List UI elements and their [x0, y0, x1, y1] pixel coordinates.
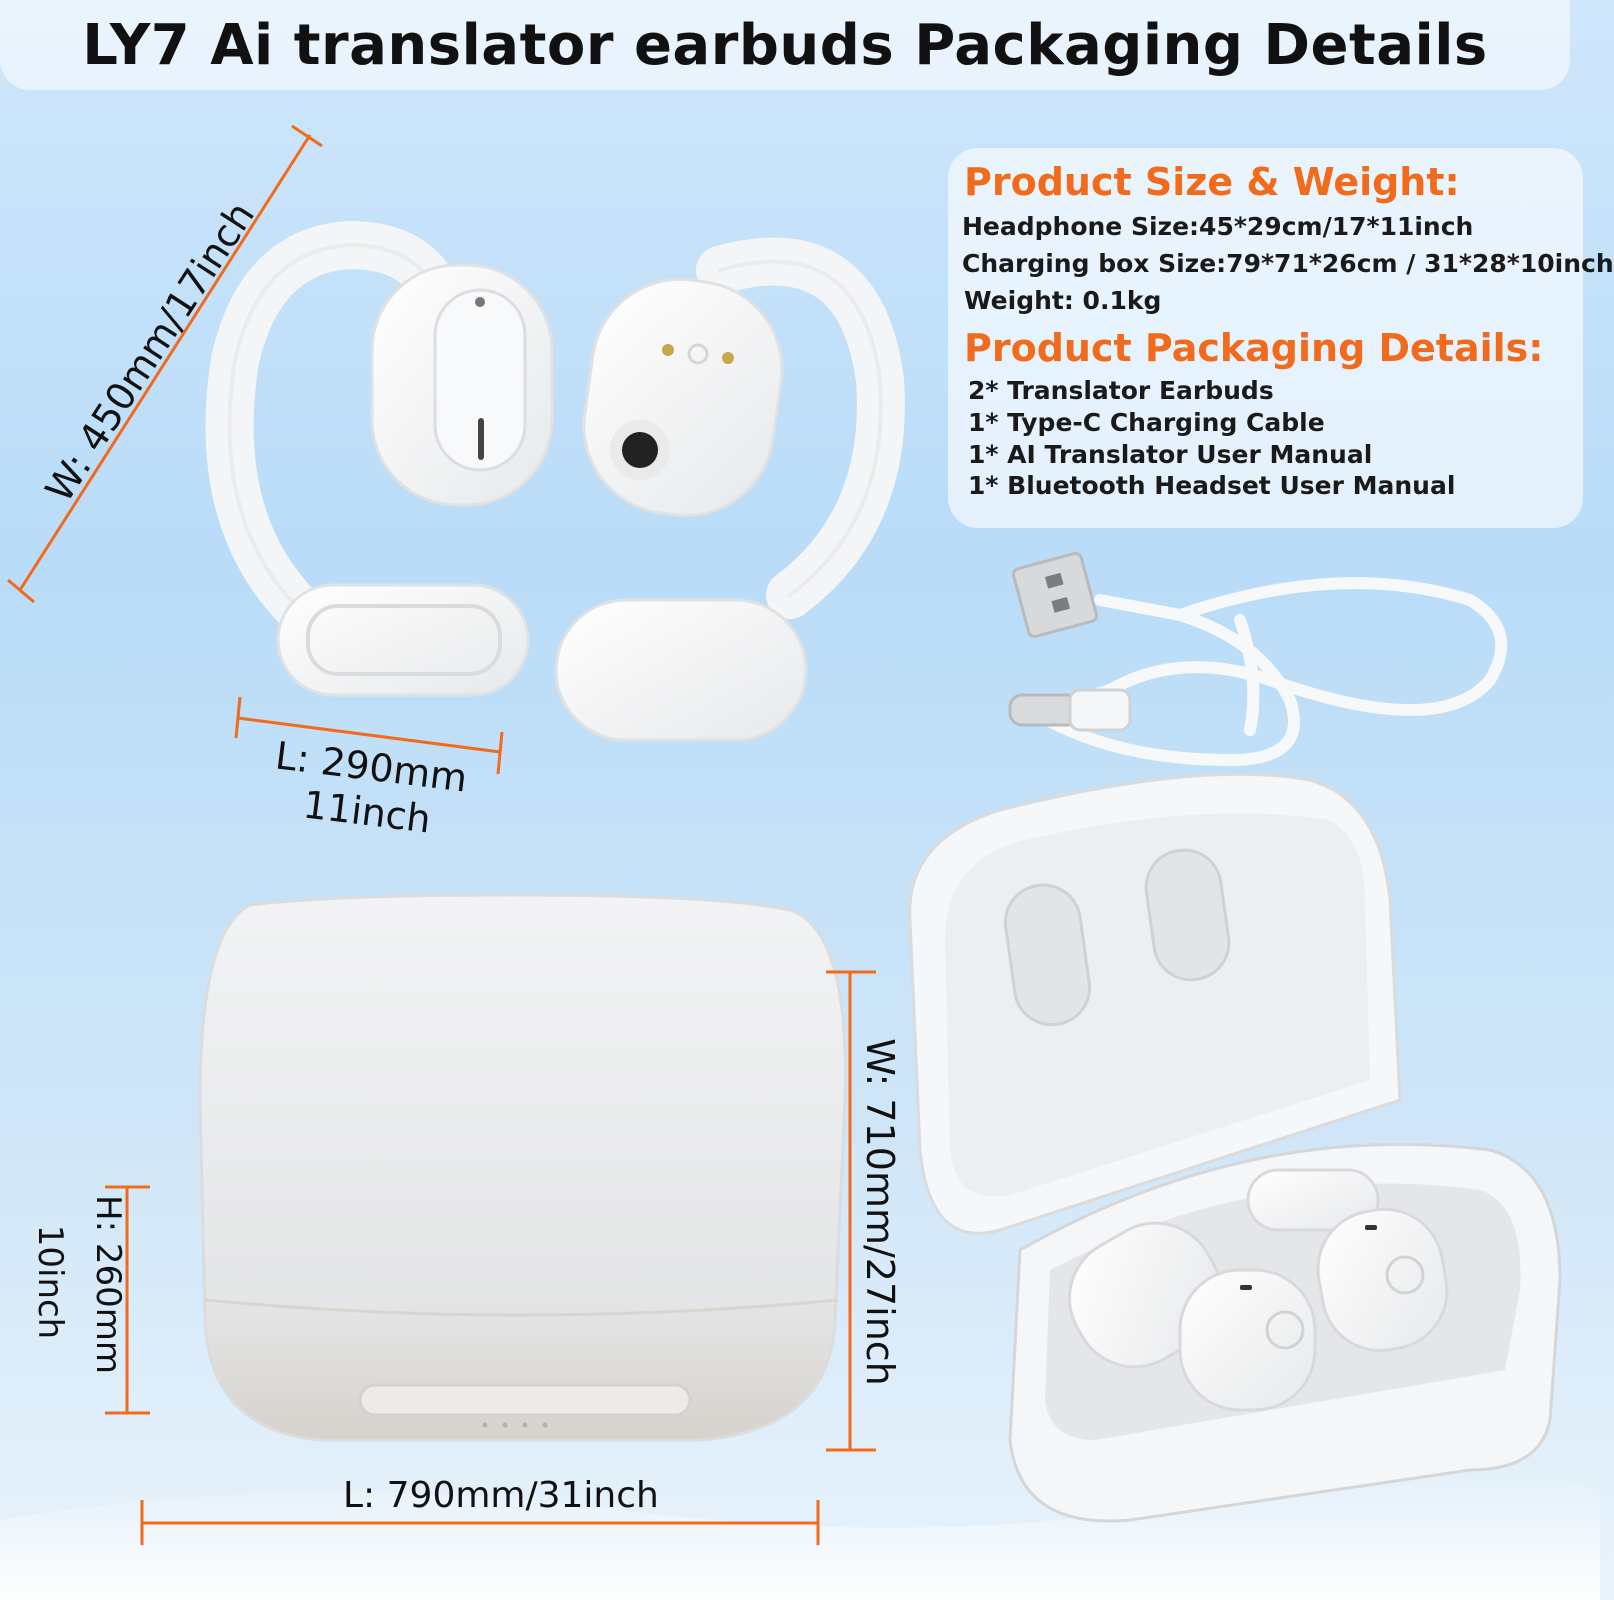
- size-line-charging-box: Charging box Size:79*71*26cm / 31*28*10i…: [962, 249, 1614, 278]
- packaging-item-translator-manual: 1* AI Translator User Manual: [968, 440, 1373, 469]
- spec-panel: Product Size & Weight: Headphone Size:45…: [948, 148, 1614, 528]
- open-charging-case: [908, 772, 1562, 1523]
- case-height-label-line2: 10inch: [30, 1224, 70, 1340]
- size-weight-heading: Product Size & Weight:: [964, 160, 1460, 204]
- case-length-label: L: 790mm/31inch: [343, 1475, 659, 1516]
- size-line-weight: Weight: 0.1kg: [964, 286, 1162, 315]
- closed-charging-case: [198, 893, 847, 1442]
- size-line-headphone: Headphone Size:45*29cm/17*11inch: [962, 212, 1474, 241]
- packaging-item-earbuds: 2* Translator Earbuds: [968, 376, 1274, 405]
- left-earbud: [205, 220, 554, 697]
- usb-cable: [1008, 551, 1508, 767]
- dimension-lines: [7, 124, 876, 1545]
- title-banner: LY7 Ai translator earbuds Packaging Deta…: [0, 0, 1570, 90]
- packaging-item-headset-manual: 1* Bluetooth Headset User Manual: [968, 471, 1456, 500]
- case-width-label: W: 710mm/27inch: [858, 1038, 902, 1386]
- packaging-heading: Product Packaging Details:: [964, 326, 1544, 370]
- page-title: LY7 Ai translator earbuds Packaging Deta…: [82, 12, 1488, 78]
- packaging-item-cable: 1* Type-C Charging Cable: [968, 408, 1325, 437]
- right-earbud: [554, 237, 905, 742]
- case-height-label-line1: H: 260mm: [88, 1195, 128, 1374]
